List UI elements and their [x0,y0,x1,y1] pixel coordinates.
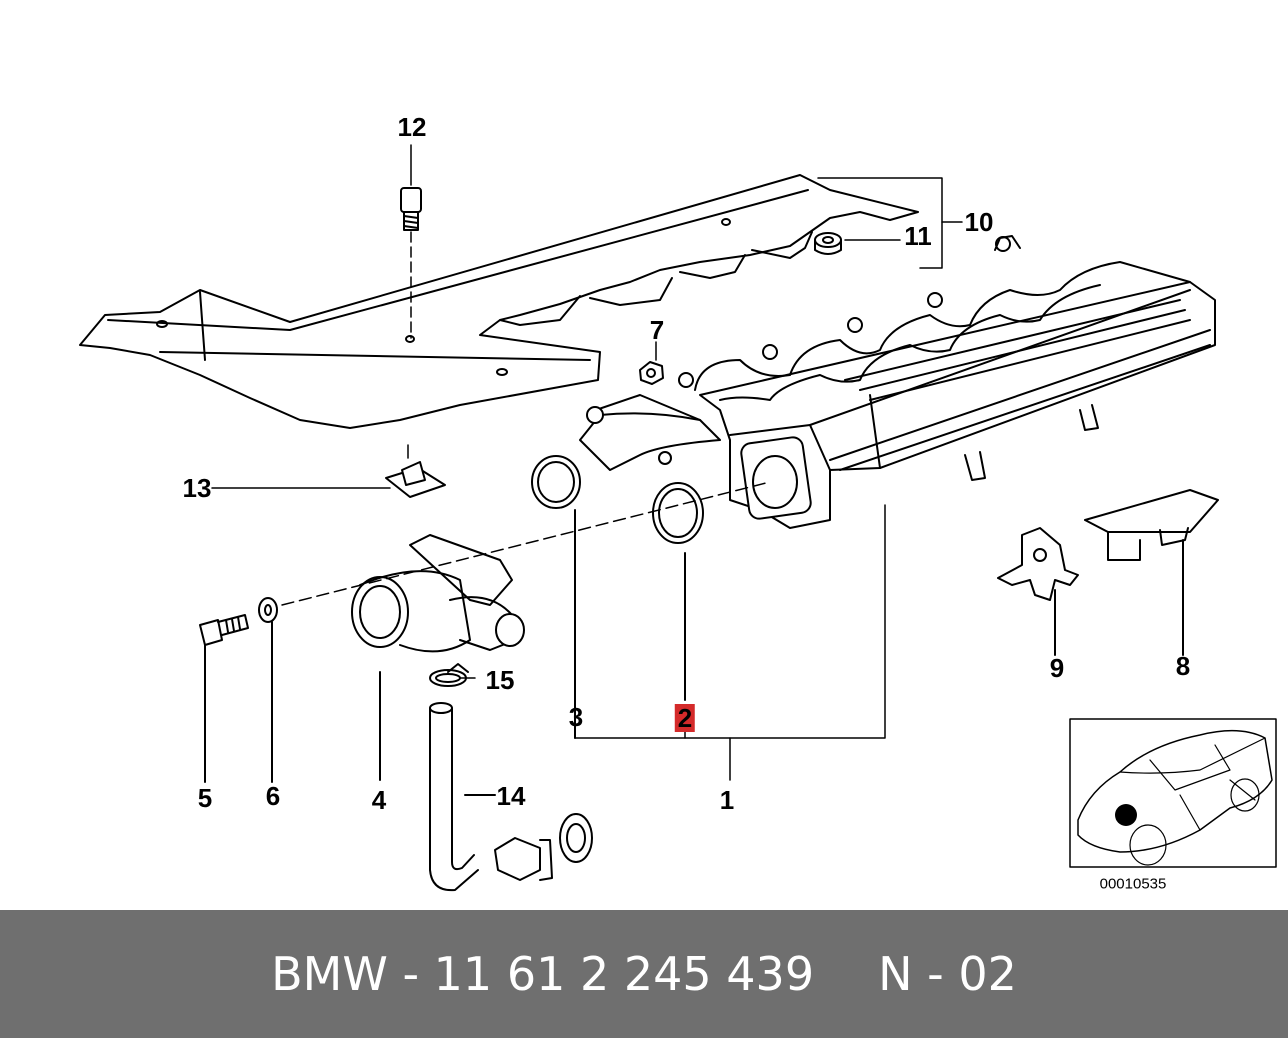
callout-12: 12 [397,112,427,142]
vehicle-location-inset [1069,718,1277,868]
callout-3: 3 [568,702,584,732]
callout-15: 15 [485,665,515,695]
callout-2-highlighted[interactable]: 2 [674,704,696,732]
callout-9: 9 [1049,653,1065,683]
callout-5: 5 [197,783,213,813]
callout-7: 7 [649,315,665,345]
engine-cover [79,174,919,429]
bolt-5 [199,614,249,783]
throttle-housing-4 [351,534,525,781]
nut-7 [639,361,664,385]
reference-code: 00010535 [1099,875,1167,893]
exploded-view-drawing [79,144,1277,892]
callout-bracket-1 [574,504,886,781]
callout-11: 11 [904,221,932,251]
part-number-footer: BMW - 11 61 2 245 439 N - 02 [0,910,1288,1038]
hose-clamp-15 [429,663,469,687]
clip-nut-13 [211,444,446,498]
cap-8 [1084,489,1219,656]
seal-ring-3 [531,455,581,739]
gasket-2 [652,482,704,701]
callout-1: 1 [719,785,735,815]
callout-8: 8 [1175,651,1191,681]
washer-6 [258,597,278,783]
page-code: N - 02 [878,947,1017,1001]
callout-leaders [410,144,963,679]
bracket-9 [997,527,1079,656]
callout-10: 10 [964,207,994,237]
grommet-11 [814,232,842,255]
callout-4: 4 [371,785,387,815]
assembly-axis-line [281,481,771,606]
part-number: BMW - 11 61 2 245 439 [271,947,815,1001]
intake-manifold [579,235,1216,529]
callout-6: 6 [265,781,281,811]
parts-diagram: 1 2 3 4 5 6 7 8 9 10 11 12 13 14 15 0001… [79,112,1277,893]
bolt-12 [400,187,422,339]
vent-hose-14 [429,702,593,892]
callout-13: 13 [182,473,212,503]
callout-14: 14 [496,781,526,811]
